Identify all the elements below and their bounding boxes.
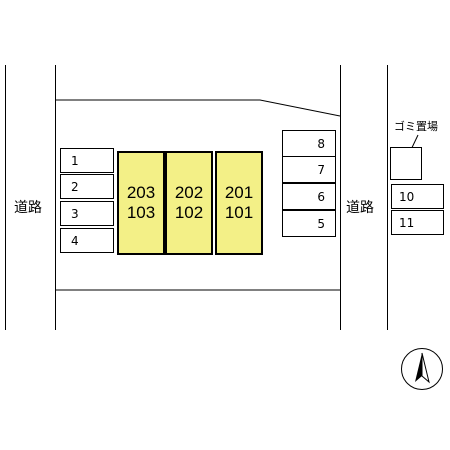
parking-slot: 11: [391, 210, 444, 235]
parking-slot: 6: [282, 183, 336, 210]
parking-slot: 10: [391, 184, 444, 209]
road-edge-right-outer: [387, 65, 388, 330]
parking-slot: 2: [60, 174, 114, 199]
garbage-area-box: [390, 147, 422, 180]
parking-slot: 4: [60, 228, 114, 253]
parking-slot: 3: [60, 201, 114, 226]
parking-slot: 1: [60, 148, 114, 173]
unit-lower-number: 101: [224, 203, 254, 222]
building-unit-203-103: 203 103: [117, 151, 165, 255]
unit-upper-number: 202: [174, 183, 204, 202]
north-arrow-icon: [401, 348, 443, 390]
road-label-right: 道路: [346, 200, 374, 216]
road-label-left: 道路: [14, 200, 42, 216]
road-edge-left-inner: [55, 65, 56, 330]
parking-slot: 5: [282, 210, 336, 237]
building-unit-202-102: 202 102: [165, 151, 213, 255]
unit-upper-number: 203: [126, 183, 156, 202]
unit-upper-number: 201: [224, 183, 254, 202]
garbage-area-label: ゴミ置場: [394, 120, 438, 133]
unit-lower-number: 103: [126, 203, 156, 222]
parking-slot: 7: [282, 156, 336, 183]
unit-lower-number: 102: [174, 203, 204, 222]
building-unit-201-101: 201 101: [215, 151, 263, 255]
road-edge-left-outer: [5, 65, 6, 330]
road-edge-right-inner: [340, 65, 341, 330]
